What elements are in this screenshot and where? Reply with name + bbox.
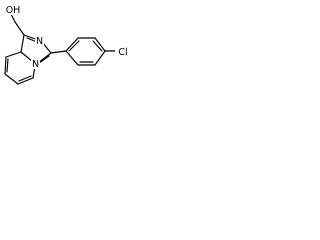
bond-ring6-a	[5, 51, 22, 58]
atom-label-hydroxyl: OH	[6, 5, 21, 16]
label-bg-hydroxyl	[1, 3, 25, 15]
bond-methylene	[14, 21, 25, 36]
atom-label-ring-nitrogen-top: N	[36, 36, 43, 47]
bonds	[4, 11, 117, 85]
bond-ring-ph-a	[65, 37, 79, 52]
bond-ring5-c-inner	[38, 55, 50, 64]
bond-ring-ph-c	[94, 37, 106, 52]
bond-ring-ph-d	[94, 50, 106, 66]
bond-ring-ph-a-inner	[68, 40, 80, 52]
bond-ring5-c	[37, 52, 52, 64]
bond-ring6-b	[4, 56, 7, 75]
bond-ring-ph-f	[65, 50, 79, 66]
chemical-structure-diagram: OH N N Cl	[1, 3, 131, 85]
label-bg-ring-nitrogen-top	[35, 34, 44, 46]
bond-ring6-d	[17, 77, 34, 85]
atom-label-chlorine: Cl	[118, 47, 127, 58]
bond-ring-ph-c-inner	[92, 40, 103, 52]
atom-label-ring-nitrogen-bridge: N	[32, 59, 39, 70]
bond-aryl-link	[50, 50, 67, 54]
bond-ring5-e	[20, 34, 25, 53]
atom-labels: OH N N Cl	[1, 3, 131, 70]
label-bg-ring-nitrogen-bridge	[31, 57, 40, 69]
label-bg-chlorine	[115, 45, 131, 57]
bond-ring6-d-inner	[18, 75, 32, 82]
bond-ring6-b-inner	[6, 58, 9, 73]
bond-ring6-c	[4, 73, 19, 85]
